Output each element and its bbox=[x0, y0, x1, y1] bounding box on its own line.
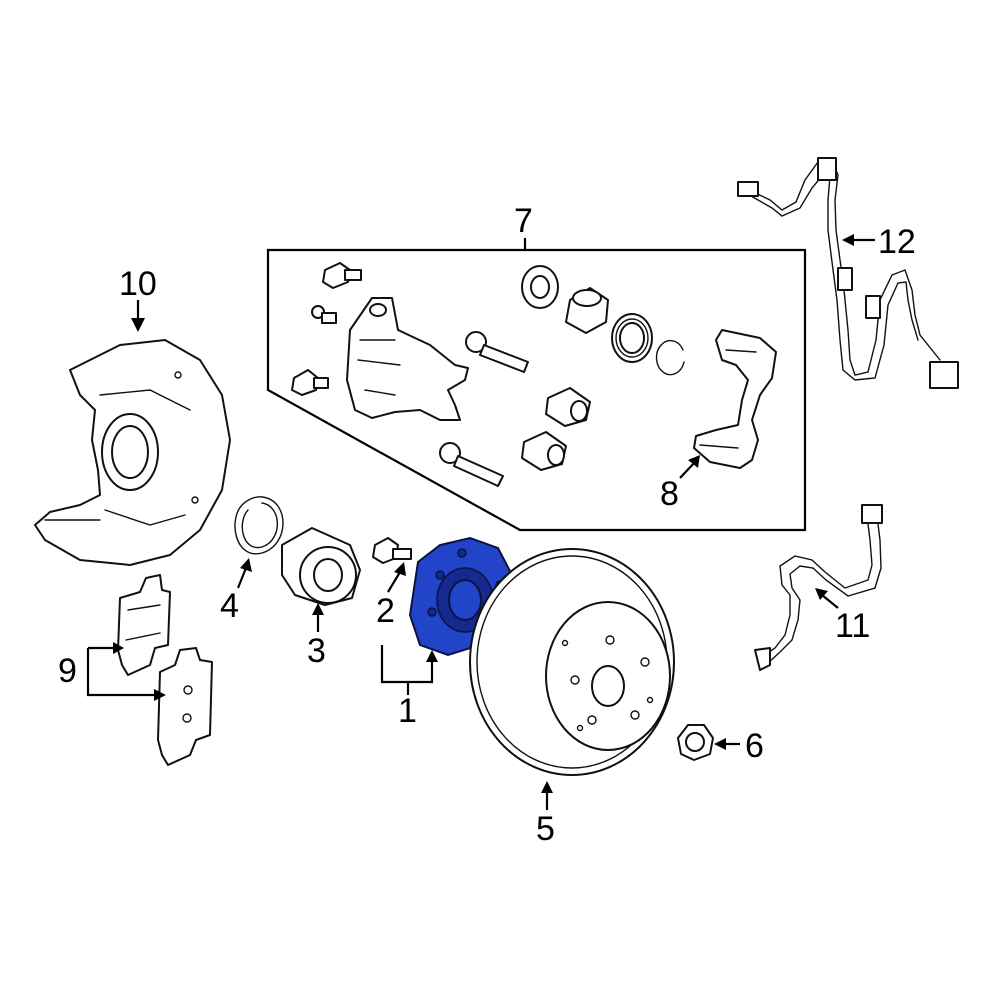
caliper-bracket bbox=[693, 329, 777, 469]
callout-3: 3 bbox=[307, 632, 326, 670]
retaining-ring bbox=[655, 339, 685, 376]
callout-4: 4 bbox=[220, 587, 239, 625]
callout-7: 7 bbox=[514, 202, 533, 240]
callout-1: 1 bbox=[398, 692, 417, 730]
bushing-lower bbox=[521, 431, 567, 471]
hub-bolt bbox=[372, 537, 412, 564]
bleeder-screw bbox=[311, 305, 337, 324]
callout-11: 11 bbox=[835, 607, 870, 645]
snap-ring bbox=[234, 496, 284, 555]
callout-10: 10 bbox=[119, 265, 157, 303]
caliper-piston bbox=[565, 287, 609, 334]
caliper-kit-frame bbox=[266, 248, 807, 532]
callout-8: 8 bbox=[660, 475, 679, 513]
callout-6: 6 bbox=[745, 727, 764, 765]
brake-pad-front bbox=[117, 574, 171, 676]
caliper-body bbox=[346, 297, 469, 421]
leader-lines bbox=[86, 234, 875, 810]
abs-sensor-wire bbox=[737, 157, 959, 389]
callout-12: 12 bbox=[878, 223, 916, 261]
lug-nut bbox=[677, 724, 714, 761]
dust-boot bbox=[611, 313, 653, 363]
brake-pad-rear bbox=[157, 647, 213, 766]
brake-hose bbox=[754, 504, 883, 671]
callout-2: 2 bbox=[376, 592, 395, 630]
bushing-upper bbox=[545, 387, 591, 427]
wheel-bearing bbox=[281, 527, 361, 606]
guide-pin-upper bbox=[465, 331, 529, 373]
piston-seal bbox=[521, 265, 559, 309]
brake-rotor bbox=[469, 548, 675, 776]
guide-pin-lower bbox=[439, 442, 504, 487]
callout-9: 9 bbox=[58, 652, 77, 690]
caliper-bolt-top bbox=[322, 262, 362, 289]
splash-shield bbox=[34, 339, 231, 566]
callout-5: 5 bbox=[536, 810, 555, 848]
caliper-bolt-bottom bbox=[291, 369, 329, 396]
